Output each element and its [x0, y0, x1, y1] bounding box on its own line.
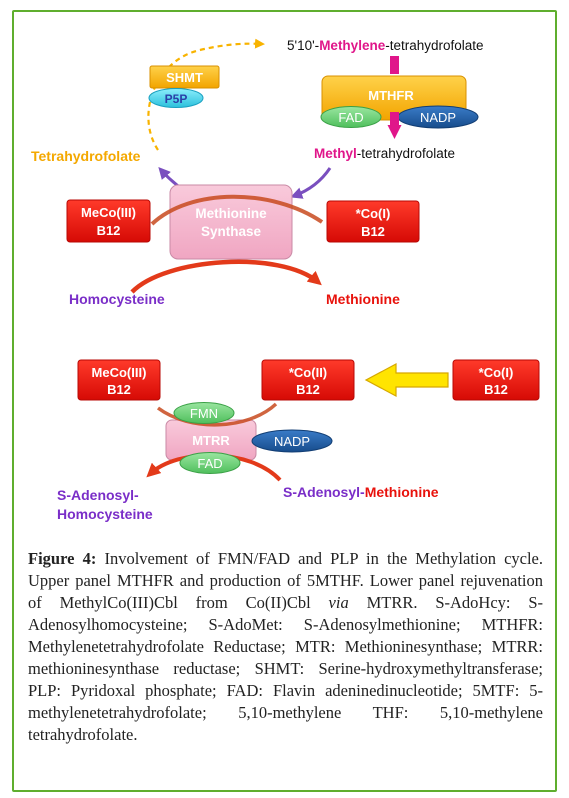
methyl-thf-arrow — [290, 167, 332, 199]
methionine-synthase-enzyme: Methionine Synthase — [169, 184, 293, 260]
fad-label-upper: FAD — [338, 110, 363, 125]
shmt-arrow — [147, 38, 265, 151]
coi-upper-line2: B12 — [361, 224, 385, 239]
thf-label: Tetrahydrofolate — [31, 148, 141, 164]
coii-b12-lower: *Co(II) B12 — [261, 359, 355, 401]
mthfr-label: MTHFR — [368, 88, 414, 103]
mtrr-label: MTRR — [192, 433, 230, 448]
coi-b12-upper: *Co(I) B12 — [326, 200, 420, 243]
upper-cycle-arc — [150, 194, 324, 226]
fad-label-lower: FAD — [197, 456, 222, 471]
meco-upper-line2: B12 — [97, 223, 121, 238]
figure-frame — [12, 10, 557, 792]
meco-upper-line1: MeCo(III) — [81, 205, 136, 220]
p5p-label: P5P — [165, 92, 188, 106]
nadp-cofactor-lower: NADP — [251, 429, 333, 453]
mthfr-arrow-top — [390, 56, 399, 74]
meco-b12-lower: MeCo(III) B12 — [77, 359, 161, 401]
coi-b12-lower: *Co(I) B12 — [452, 359, 540, 401]
meco-lower-line1: MeCo(III) — [92, 365, 147, 380]
figure-caption: Figure 4: Involvement of FMN/FAD and PLP… — [28, 548, 543, 746]
caption-text-1: Involvement of FMN/FAD and PLP in the Me… — [28, 549, 543, 612]
fmn-label: FMN — [190, 406, 218, 421]
p5p-cofactor: P5P — [148, 88, 204, 108]
sam-label: S-Adenosyl-Methionine — [283, 484, 439, 500]
ms-label-2: Synthase — [201, 224, 262, 239]
meco-lower-line2: B12 — [107, 382, 131, 397]
sah-label-line1: S-Adenosyl- — [57, 487, 139, 503]
fmn-cofactor: FMN — [173, 402, 235, 424]
coi-to-coii-arrow — [364, 363, 449, 397]
shmt-label: SHMT — [166, 70, 203, 85]
mtrr-enzyme: MTRR — [165, 419, 257, 461]
fad-cofactor-upper: FAD — [320, 106, 382, 128]
methionine-label: Methionine — [326, 291, 400, 307]
coii-lower-line1: *Co(II) — [289, 365, 327, 380]
ms-label-1: Methionine — [195, 206, 267, 221]
coi-lower-line2: B12 — [484, 382, 508, 397]
nadp-cofactor-upper: NADP — [397, 105, 479, 129]
sah-label-line2: Homocysteine — [57, 506, 153, 522]
caption-text-2: MTRR. S-AdoHcy: S-Adenosylhomocysteine; … — [28, 593, 544, 744]
methyl-thf-label: Methyl-tetrahydrofolate — [314, 146, 455, 161]
shmt-enzyme: SHMT — [149, 65, 220, 89]
mtrr-upper-arc — [156, 402, 278, 427]
coi-upper-line1: *Co(I) — [356, 206, 391, 221]
coi-lower-line1: *Co(I) — [479, 365, 514, 380]
fad-cofactor-lower: FAD — [179, 452, 241, 474]
meco-b12-upper: MeCo(III) B12 — [66, 199, 151, 243]
coii-lower-line2: B12 — [296, 382, 320, 397]
nadp-label-upper: NADP — [420, 110, 456, 125]
homocysteine-label: Homocysteine — [69, 291, 165, 307]
caption-via: via — [328, 593, 349, 612]
caption-label: Figure 4: — [28, 549, 97, 568]
methylene-thf-label: 5'10'-Methylene-tetrahydrofolate — [287, 38, 484, 53]
nadp-label-lower: NADP — [274, 434, 310, 449]
homocysteine-to-methionine-arrow — [130, 259, 322, 294]
methylation-diagram: 5'10'-Methylene-tetrahydrofolate SHMT P5… — [31, 38, 540, 522]
